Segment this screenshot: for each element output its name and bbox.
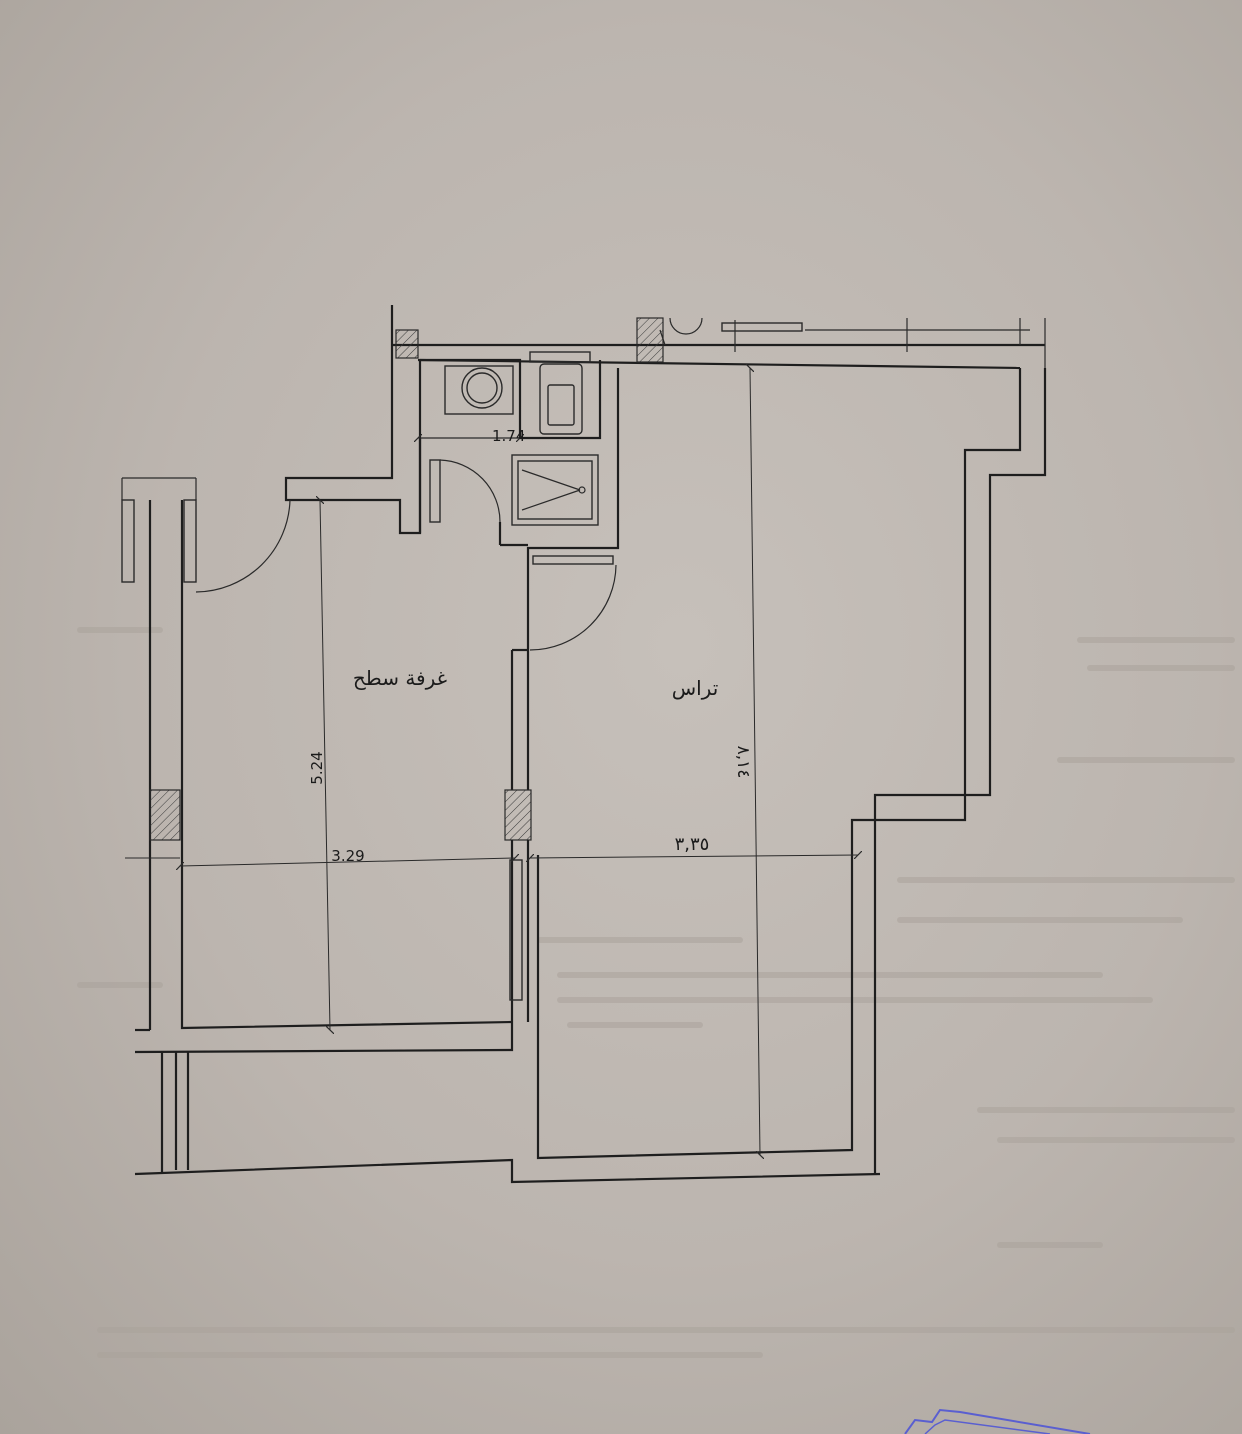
toilet-tank: [529, 351, 591, 363]
column-hatch: [395, 329, 419, 359]
terrace-width-label: ٣,٣٥: [675, 834, 710, 855]
shower-tray: [511, 454, 599, 526]
window-left: [121, 499, 135, 583]
bathroom: 1.74: [284, 345, 620, 565]
roof-room: غرفة سطح 5.24 3.29: [121, 477, 617, 1054]
toilet: [539, 363, 583, 435]
column-hatch: [504, 789, 532, 841]
roof-room-label: غرفة سطح: [353, 666, 447, 690]
window-left: [183, 499, 197, 583]
sink: [444, 365, 514, 415]
bleed-through-text: [77, 627, 1235, 1358]
terrace-height-label: ٨,١٤: [733, 746, 753, 779]
top-wall: [390, 305, 1046, 370]
stamp-fragment: [904, 1408, 1091, 1434]
roof-room-height-label: 5.24: [308, 751, 326, 784]
door-panel: [429, 459, 441, 523]
door-swing: [529, 564, 617, 651]
roof-room-width-label: 3.29: [331, 847, 364, 865]
column-hatch: [149, 789, 181, 841]
sink-basin: [461, 367, 503, 409]
terrace: تراس ٨,١٤ ٣,٣٥: [530, 368, 1047, 1174]
window-top: [721, 322, 803, 332]
lower-corridor: [134, 1052, 881, 1184]
column-hatch: [636, 317, 664, 363]
door-swing: [195, 499, 291, 593]
door-panel: [532, 555, 614, 565]
bathroom-width-label: 1.74: [492, 427, 525, 445]
terrace-label: تراس: [672, 676, 719, 700]
